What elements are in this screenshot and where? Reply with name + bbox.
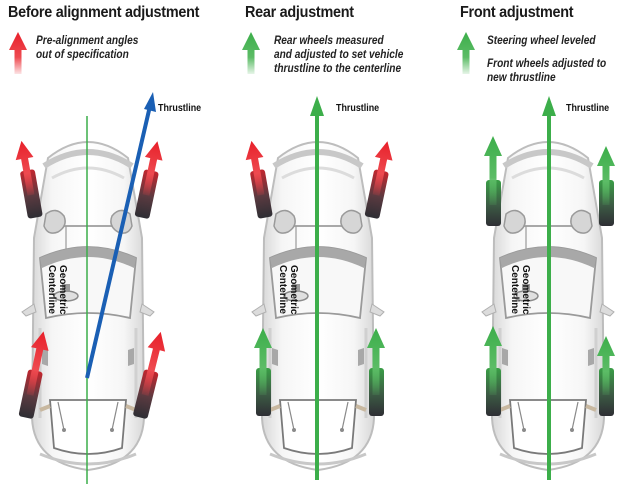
legend-line: out of specification xyxy=(36,49,129,61)
thrustline-arrow xyxy=(85,92,156,379)
rear-left-wheel xyxy=(484,326,502,416)
front-right-wheel xyxy=(364,141,393,219)
red-arrow-icon xyxy=(9,32,27,74)
thrustline-arrow xyxy=(542,96,556,480)
thrustline-label: Thrustline xyxy=(566,102,610,114)
centerline-label: Geometric Centerline xyxy=(277,265,299,317)
green-arrow-icon xyxy=(242,32,260,74)
rear-left-wheel xyxy=(254,328,272,416)
front-left-wheel xyxy=(245,140,273,219)
car-diagram: Geometric Centerline xyxy=(245,96,393,480)
rear-right-wheel xyxy=(597,336,615,416)
front-left-wheel xyxy=(15,140,43,219)
legend-line: thrustline to the centerline xyxy=(274,63,402,75)
thrustline-label: Thrustline xyxy=(336,102,380,114)
legend-line: Front wheels adjusted to xyxy=(487,58,607,70)
legend-text: Steering wheel leveled xyxy=(487,34,596,48)
rear-right-wheel xyxy=(367,328,385,416)
legend-line: Rear wheels measured xyxy=(274,35,384,47)
car-diagram: Geometric Centerline xyxy=(430,96,625,480)
panel-before-alignment: Before alignment adjustment Pre-alignmen… xyxy=(0,0,215,488)
legend-line: and adjusted to set vehicle xyxy=(274,49,404,61)
legend-line: new thrustline xyxy=(487,72,556,84)
car-diagram: Geometric Centerline xyxy=(15,92,166,484)
legend-line: Steering wheel leveled xyxy=(487,35,596,47)
legend-text: Front wheels adjusted to new thrustline xyxy=(487,57,606,85)
legend-text: Rear wheels measured and adjusted to set… xyxy=(274,34,403,76)
centerline-label: Geometric Centerline xyxy=(46,265,68,317)
front-left-wheel xyxy=(484,136,502,226)
legend-text: Pre-alignment angles out of specificatio… xyxy=(36,34,138,62)
thrustline-label: Thrustline xyxy=(158,102,202,114)
panel-title: Front adjustment xyxy=(460,4,574,21)
panel-front-adjustment: Front adjustment Steering wheel leveled … xyxy=(430,0,625,488)
panel-rear-adjustment: Rear adjustment Rear wheels measured and… xyxy=(215,0,430,488)
front-right-wheel xyxy=(597,146,615,226)
thrustline-arrow xyxy=(310,96,324,480)
front-right-wheel xyxy=(134,141,163,219)
panel-title: Rear adjustment xyxy=(245,4,354,21)
green-arrow-icon xyxy=(457,32,475,74)
rear-right-wheel xyxy=(133,331,166,419)
centerline-label: Geometric Centerline xyxy=(509,265,531,317)
rear-left-wheel xyxy=(18,331,49,419)
legend-line: Pre-alignment angles xyxy=(36,35,139,47)
panel-title: Before alignment adjustment xyxy=(8,4,200,21)
car-body xyxy=(22,142,154,470)
